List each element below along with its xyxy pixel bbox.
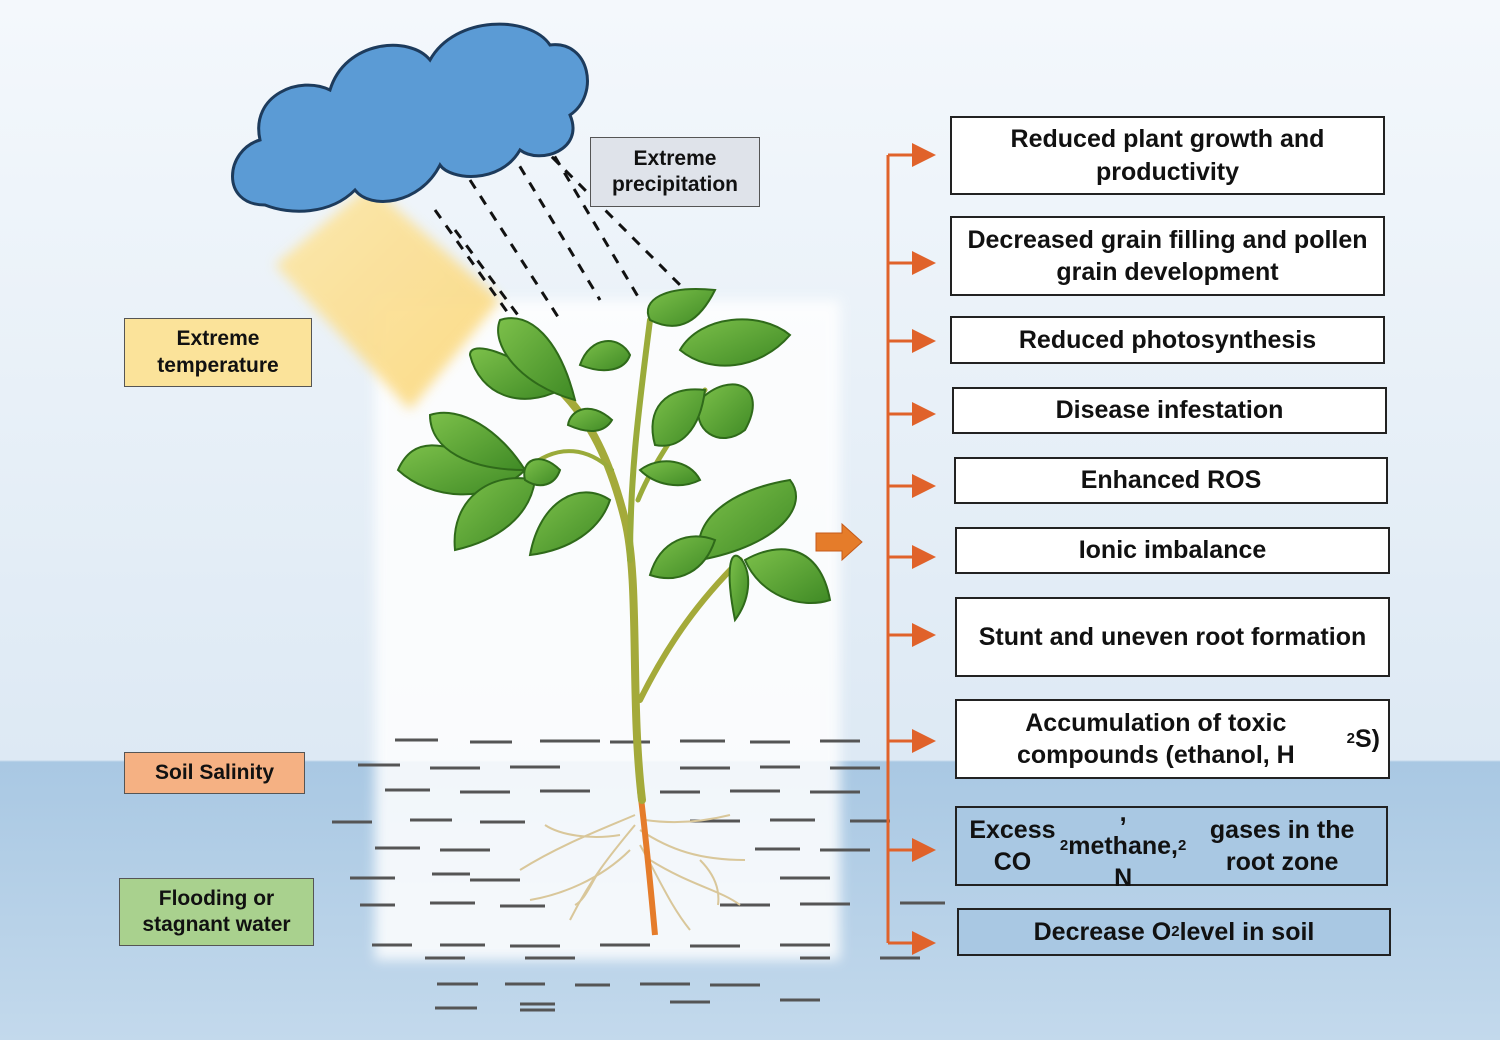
effect-ionic-imbalance: Ionic imbalance bbox=[955, 527, 1390, 574]
extreme-temperature-label: Extreme temperature bbox=[124, 318, 312, 387]
effect-ros: Enhanced ROS bbox=[954, 457, 1388, 504]
effect-toxic-compounds: Accumulation of toxic compounds (ethanol… bbox=[955, 699, 1390, 779]
extreme-precipitation-label: Extreme precipitation bbox=[590, 137, 760, 207]
effect-connector bbox=[886, 143, 936, 955]
sun-icon bbox=[275, 185, 500, 410]
effect-grain-filling: Decreased grain filling and pollen grain… bbox=[950, 216, 1385, 296]
effect-root-formation: Stunt and uneven root formation bbox=[955, 597, 1390, 677]
tap-root bbox=[637, 789, 658, 936]
plant-leaves bbox=[396, 288, 832, 623]
water-dashes bbox=[332, 738, 945, 1012]
main-arrow-icon bbox=[815, 522, 863, 562]
effect-photosynthesis: Reduced photosynthesis bbox=[950, 316, 1385, 364]
effect-disease: Disease infestation bbox=[952, 387, 1387, 434]
cloud-icon bbox=[231, 22, 589, 213]
effect-reduced-growth: Reduced plant growth and productivity bbox=[950, 116, 1385, 195]
flooding-label: Flooding or stagnant water bbox=[119, 878, 314, 946]
soil-salinity-label: Soil Salinity bbox=[124, 752, 305, 794]
